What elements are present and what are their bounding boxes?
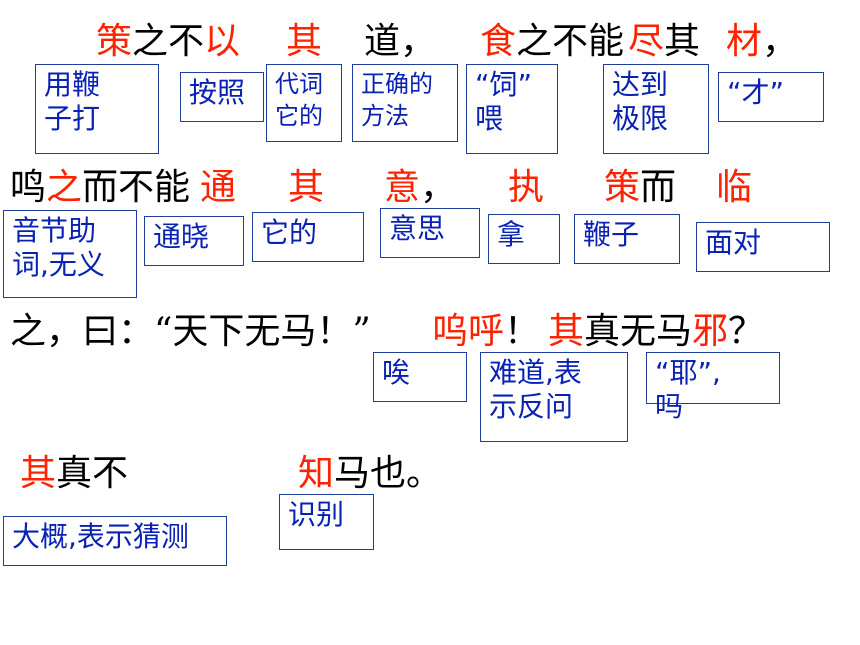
word-yi: 意 (384, 167, 421, 208)
word-yi: 以 (204, 21, 241, 62)
note-box-tong: 通晓 (144, 216, 244, 266)
note-box-zhi3: 识别 (279, 494, 374, 550)
text-zhenbu: 真不 (56, 453, 129, 494)
exclamation: ！ (504, 311, 541, 352)
text-ming: 鸣 (10, 167, 47, 208)
word-ye: 邪 (692, 311, 729, 352)
word-zhi2: 执 (508, 167, 545, 208)
note-box-lin: 面对 (696, 222, 830, 272)
word-zhi: 之 (46, 167, 83, 208)
comma: ， (420, 167, 457, 208)
word-wuhu: 呜呼 (432, 311, 505, 352)
comma: ， (762, 21, 799, 62)
word-lin: 临 (716, 167, 753, 208)
note-box-zhi: 音节助 词,无义 (3, 210, 137, 298)
note-box-dao: 正确的 方法 (352, 64, 458, 142)
note-box-qi: 代词 它的 (266, 64, 342, 142)
note-box-ce: 用鞭 子打 (35, 64, 159, 154)
word-ce: 策 (96, 21, 133, 62)
note-box-shi: “饲” 喂 (466, 64, 558, 154)
question-mark: ？ (728, 311, 765, 352)
note-box-ce2: 鞭子 (574, 214, 680, 264)
word-tong: 通 (200, 167, 237, 208)
text-yue: 之，曰：“天下无马！” (10, 311, 371, 352)
text-zhibuneng: 之不能 (516, 21, 625, 62)
word-qi: 其 (288, 167, 325, 208)
text-qi: 其 (664, 21, 701, 62)
word-ce: 策 (604, 167, 641, 208)
note-box-qi2: 它的 (252, 212, 364, 262)
note-box-ye: “耶”, 吗 (646, 352, 780, 423)
word-qi: 其 (548, 311, 585, 352)
note-box-wuhu: 唉 (373, 352, 467, 402)
word-jin: 尽 (628, 21, 665, 62)
word-shi: 食 (480, 21, 517, 62)
note-box-qi3: 难道,表 示反问 (480, 352, 628, 442)
text-zhenwuma: 真无马 (584, 311, 693, 352)
note-box-zhi2: 拿 (488, 214, 560, 264)
text-er: 而 (640, 167, 677, 208)
note-box-qi4: 大概,表示猜测 (3, 516, 227, 566)
comma: ， (400, 21, 437, 62)
word-qi: 其 (20, 453, 57, 494)
text-zhibu: 之不 (132, 21, 205, 62)
text-erbuneng: 而不能 (82, 167, 191, 208)
word-dao: 道 (364, 21, 401, 62)
word-zhi: 知 (298, 453, 335, 494)
word-qi: 其 (286, 21, 323, 62)
note-box-cai: “才” (718, 72, 824, 122)
note-box-jin: 达到 极限 (603, 64, 709, 154)
note-box-yi2: 意思 (380, 208, 480, 258)
text-mamaye: 马也。 (334, 453, 443, 494)
word-cai: 材 (726, 21, 763, 62)
note-box-yi: 按照 (180, 72, 264, 122)
